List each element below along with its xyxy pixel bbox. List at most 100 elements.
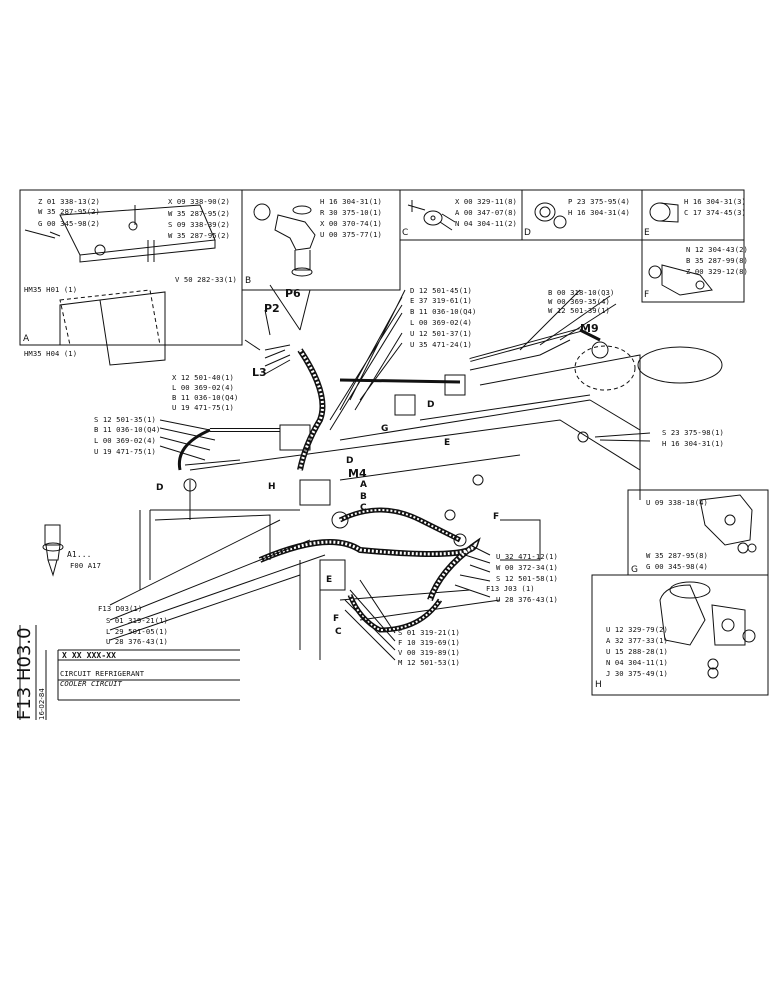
callout-ct-3: L 00 369-02(4) <box>410 318 472 327</box>
sheet-code-vertical: F13 H03.0 <box>14 627 35 720</box>
inset-f-frame <box>641 239 745 303</box>
callout-lm-0: S 12 501-35(1) <box>94 415 156 424</box>
label-f-0: N 12 304-43(2) <box>686 245 748 254</box>
callout-rm-0: S 23 375-98(1) <box>662 428 724 437</box>
inset-g-letter: G <box>631 565 638 575</box>
label-e-1: C 17 374-45(3) <box>684 208 746 217</box>
inset-h-frame <box>591 574 769 696</box>
sheet-title-fr: CIRCUIT REFRIGERANT <box>60 669 145 678</box>
callout-bl-1: S 01 319-21(1) <box>106 616 168 625</box>
callout-bl-0: F13 D03(1) <box>98 604 143 613</box>
label-a-9: HM35 H04 (1) <box>24 349 78 358</box>
label-d-0: P 23 375-95(4) <box>568 197 630 206</box>
label-a-0: Z 01 338-13(2) <box>38 197 100 206</box>
callout-lm-1: B 11 036-10(Q4) <box>94 425 161 434</box>
callout-ct-5: U 35 471-24(1) <box>410 340 472 349</box>
label-a-7: V 50 282-33(1) <box>175 275 237 284</box>
label-b-2: X 00 370-74(1) <box>320 219 382 228</box>
label-e-0: H 16 304-31(3) <box>684 197 746 206</box>
callout-bl-2: L 29 501-05(1) <box>106 627 168 636</box>
callout-bl-3: U 28 376-43(1) <box>106 637 168 646</box>
callout-ct-4: U 12 501-37(1) <box>410 329 472 338</box>
marker-d1: D <box>427 400 435 410</box>
callout-bc-2: V 00 319-89(1) <box>398 648 460 657</box>
label-b-0: H 16 304-31(1) <box>320 197 382 206</box>
label-a-4: S 09 338-39(2) <box>168 220 230 229</box>
marker-p6: P6 <box>285 287 301 300</box>
component-a1-label: A1... <box>67 550 92 559</box>
sheet-ref: X XX XXX-XX <box>62 651 117 660</box>
label-a-2: G 00 345-98(2) <box>38 219 100 228</box>
sheet-date: 16-02-84 <box>38 688 46 720</box>
callout-lm-2: L 00 369-02(4) <box>94 436 156 445</box>
callout-rl-0: U 32 471-12(1) <box>496 552 558 561</box>
callout-tr-1: W 00 369-35(4) <box>548 297 610 306</box>
callout-bc-1: F 10 319-69(1) <box>398 638 460 647</box>
marker-c: C <box>360 503 367 513</box>
inset-d-letter: D <box>524 228 531 238</box>
callout-bc-0: S 01 319-21(1) <box>398 628 460 637</box>
inset-e-letter: E <box>644 228 650 238</box>
label-h-4: J 30 375-49(1) <box>606 669 668 678</box>
callout-rl-4: U 28 376-43(1) <box>496 595 558 604</box>
inset-f-letter: F <box>644 290 650 300</box>
label-d-1: H 16 304-31(4) <box>568 208 630 217</box>
sheet-title-en: COOLER CIRCUIT <box>60 679 122 688</box>
callout-tr-0: B 00 318-10(Q3) <box>548 288 615 297</box>
marker-f1: F <box>493 512 500 522</box>
label-a-1: W 35 287-95(2) <box>38 207 100 216</box>
label-h-2: U 15 288-28(1) <box>606 647 668 656</box>
label-c-0: X 00 329-11(8) <box>455 197 517 206</box>
callout-rl-3: F13 J03 (1) <box>486 584 535 593</box>
marker-m9: M9 <box>580 322 599 335</box>
callout-lu-0: X 12 501-40(1) <box>172 373 234 382</box>
callout-lu-3: U 19 471-75(1) <box>172 403 234 412</box>
callout-lu-1: L 00 369-02(4) <box>172 383 234 392</box>
marker-d2: D <box>156 483 164 493</box>
marker-m4: M4 <box>348 467 367 480</box>
label-h-0: U 12 329-79(2) <box>606 625 668 634</box>
callout-tr-2: W 12 501-39(1) <box>548 306 610 315</box>
marker-p2: P2 <box>264 302 280 315</box>
label-f-2: Z 00 329-12(8) <box>686 267 748 276</box>
label-c-2: N 04 304-11(2) <box>455 219 517 228</box>
inset-h-letter: H <box>595 680 602 690</box>
callout-rl-2: S 12 501-58(1) <box>496 574 558 583</box>
callout-rl-1: W 00 372-34(1) <box>496 563 558 572</box>
label-a-5: W 35 287-95(2) <box>168 209 230 218</box>
label-c-1: A 00 347-07(8) <box>455 208 517 217</box>
marker-d3: D <box>346 456 354 466</box>
marker-g: G <box>381 424 389 434</box>
label-g-1: W 35 287-95(8) <box>646 551 708 560</box>
marker-e1: E <box>444 438 451 448</box>
callout-ct-0: D 12 501-45(1) <box>410 286 472 295</box>
label-a-8: HM35 H01 (1) <box>24 285 78 294</box>
marker-h: H <box>268 482 276 492</box>
callout-ct-2: B 11 036-10(Q4) <box>410 307 477 316</box>
marker-a: A <box>360 480 367 490</box>
inset-a-letter: A <box>23 334 30 344</box>
inset-b-letter: B <box>245 276 252 286</box>
callout-bc-3: M 12 501-53(1) <box>398 658 460 667</box>
label-h-1: A 32 377-33(1) <box>606 636 668 645</box>
label-b-3: U 00 375-77(1) <box>320 230 382 239</box>
label-g-0: U 09 338-18(4) <box>646 498 708 507</box>
label-f-1: B 35 287-99(8) <box>686 256 748 265</box>
label-a-3: X 09 338-90(2) <box>168 197 230 206</box>
callout-lm-3: U 19 471-75(1) <box>94 447 156 456</box>
marker-b: B <box>360 492 367 502</box>
marker-e2: E <box>326 575 333 585</box>
marker-l3: L3 <box>252 366 267 379</box>
marker-c2: C <box>335 627 342 637</box>
label-b-1: R 30 375-10(1) <box>320 208 382 217</box>
label-g-2: G 00 345-98(4) <box>646 562 708 571</box>
marker-f2: F <box>333 614 340 624</box>
callout-rm-1: H 16 304-31(1) <box>662 439 724 448</box>
inset-c-letter: C <box>402 228 409 238</box>
label-h-3: N 04 304-11(1) <box>606 658 668 667</box>
callout-lu-2: B 11 036-10(Q4) <box>172 393 239 402</box>
label-a-6: W 35 287-95(2) <box>168 231 230 240</box>
callout-ct-1: E 37 319-61(1) <box>410 296 472 305</box>
component-a1-code: F00 A17 <box>70 561 101 570</box>
